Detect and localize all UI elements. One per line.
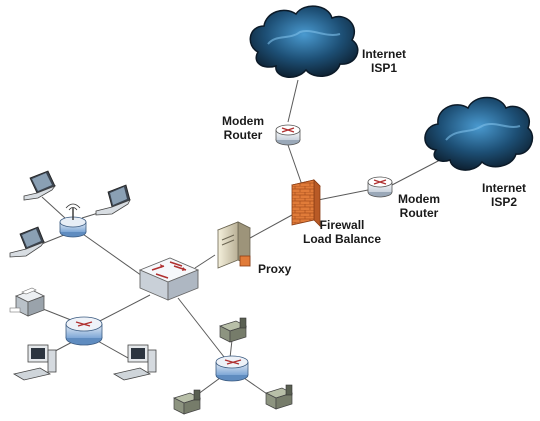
laptop-icon-2 xyxy=(95,184,131,216)
cloud-icon-isp2 xyxy=(424,96,534,171)
label-isp1: Internet ISP1 xyxy=(362,47,406,75)
label-firewall: Firewall Load Balance xyxy=(303,218,381,246)
wireless-ap-icon xyxy=(59,203,87,238)
label-modem1-line1: Modem xyxy=(222,114,264,128)
link-isp1-modem1 xyxy=(287,79,299,123)
hub-icon-right xyxy=(215,355,249,382)
desktop-pc-icon-1 xyxy=(12,344,57,381)
label-modem2-line2: Router xyxy=(399,206,439,220)
label-modem1-line2: Router xyxy=(223,128,263,142)
link-wap-laptop1 xyxy=(41,196,66,219)
label-modem2: Modem Router xyxy=(398,192,440,220)
router-icon-modem2 xyxy=(367,176,393,198)
link-proxy-switch xyxy=(194,254,216,269)
link-switch-hub-left xyxy=(91,294,151,326)
link-switch-hub-right xyxy=(177,297,229,363)
label-isp1-line1: Internet xyxy=(362,47,407,61)
terminal-icon-1 xyxy=(219,317,247,343)
firewall-icon xyxy=(291,179,321,227)
router-icon-modem1 xyxy=(275,124,301,146)
terminal-icon-2 xyxy=(173,389,201,415)
label-isp1-line2: ISP1 xyxy=(371,61,398,75)
link-modem2-isp2 xyxy=(391,159,441,186)
laptop-icon-3 xyxy=(9,226,46,258)
link-modem1-firewall xyxy=(287,144,303,186)
label-isp2: Internet ISP2 xyxy=(482,181,526,209)
label-modem1: Modem Router xyxy=(222,114,264,142)
link-hub-right-tl xyxy=(229,339,233,359)
label-isp2-line1: Internet xyxy=(482,181,527,195)
label-isp2-line2: ISP2 xyxy=(491,195,518,209)
cloud-icon-isp1 xyxy=(249,5,359,78)
link-hub-left-pc2 xyxy=(95,339,129,359)
label-proxy: Proxy xyxy=(258,262,292,276)
link-switch-wap xyxy=(79,231,146,279)
server-icon-proxy xyxy=(217,221,251,269)
label-firewall-line2: Load Balance xyxy=(303,232,382,246)
link-firewall-modem2 xyxy=(317,189,369,201)
desktop-pc-icon-2 xyxy=(112,344,157,381)
terminal-icon-3 xyxy=(265,384,293,410)
label-firewall-line1: Firewall xyxy=(319,218,365,232)
label-modem2-line1: Modem xyxy=(398,192,440,206)
hub-icon-left xyxy=(65,316,103,346)
link-firewall-proxy xyxy=(249,214,293,239)
laptop-icon-1 xyxy=(23,170,57,201)
switch-icon-core xyxy=(138,257,200,301)
printer-icon xyxy=(9,287,45,317)
